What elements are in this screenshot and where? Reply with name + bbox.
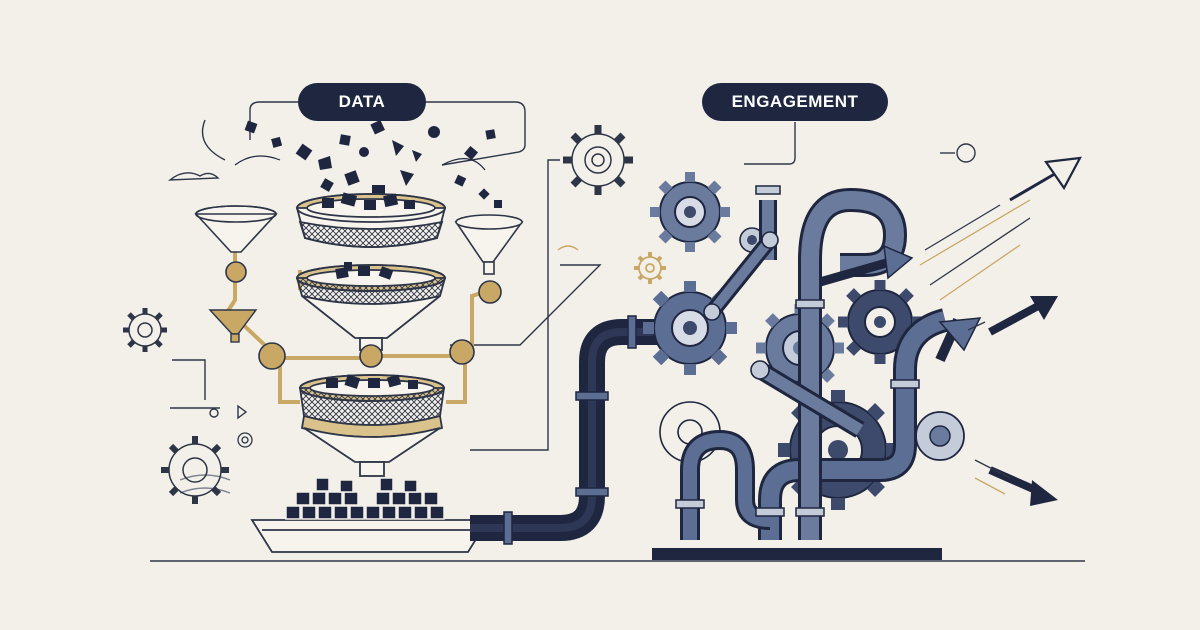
small-gold-funnel (208, 309, 258, 343)
middle-sieve-chunks (335, 262, 394, 280)
falling-data-particles (244, 119, 502, 208)
gold-gear-small (634, 252, 666, 284)
main-pipe (470, 319, 665, 541)
outline-gear-left-bottom (161, 436, 229, 504)
machine-gear-outline-right (915, 411, 965, 461)
right-funnel (454, 214, 524, 275)
bottom-sieve-chunks (326, 374, 418, 389)
middle-sieve (295, 264, 447, 351)
outline-gear-small (237, 432, 253, 448)
left-funnel (194, 205, 278, 253)
machine-base (652, 548, 942, 560)
connector-lines (170, 101, 796, 451)
collected-data-blocks (285, 477, 445, 520)
top-sieve-chunks (322, 192, 415, 210)
output-arrows (818, 156, 1082, 506)
main-pipe-rings (503, 315, 637, 545)
machine-pipes (680, 187, 949, 540)
motion-lines (919, 199, 1031, 495)
decor-shapes (167, 143, 976, 494)
machine-joints (703, 231, 779, 380)
outline-gear-left-top (123, 308, 167, 352)
particle-trails (234, 155, 486, 171)
gold-joint-balls (225, 261, 502, 370)
collection-tray (250, 519, 490, 553)
bottom-sieve (298, 374, 446, 477)
machine-pipe-rings (675, 185, 920, 517)
engagement-label: ENGAGEMENT (702, 83, 888, 121)
machine-gear-top-left (650, 172, 730, 252)
data-label: DATA (298, 83, 426, 121)
outline-gear-center-top (563, 125, 633, 195)
